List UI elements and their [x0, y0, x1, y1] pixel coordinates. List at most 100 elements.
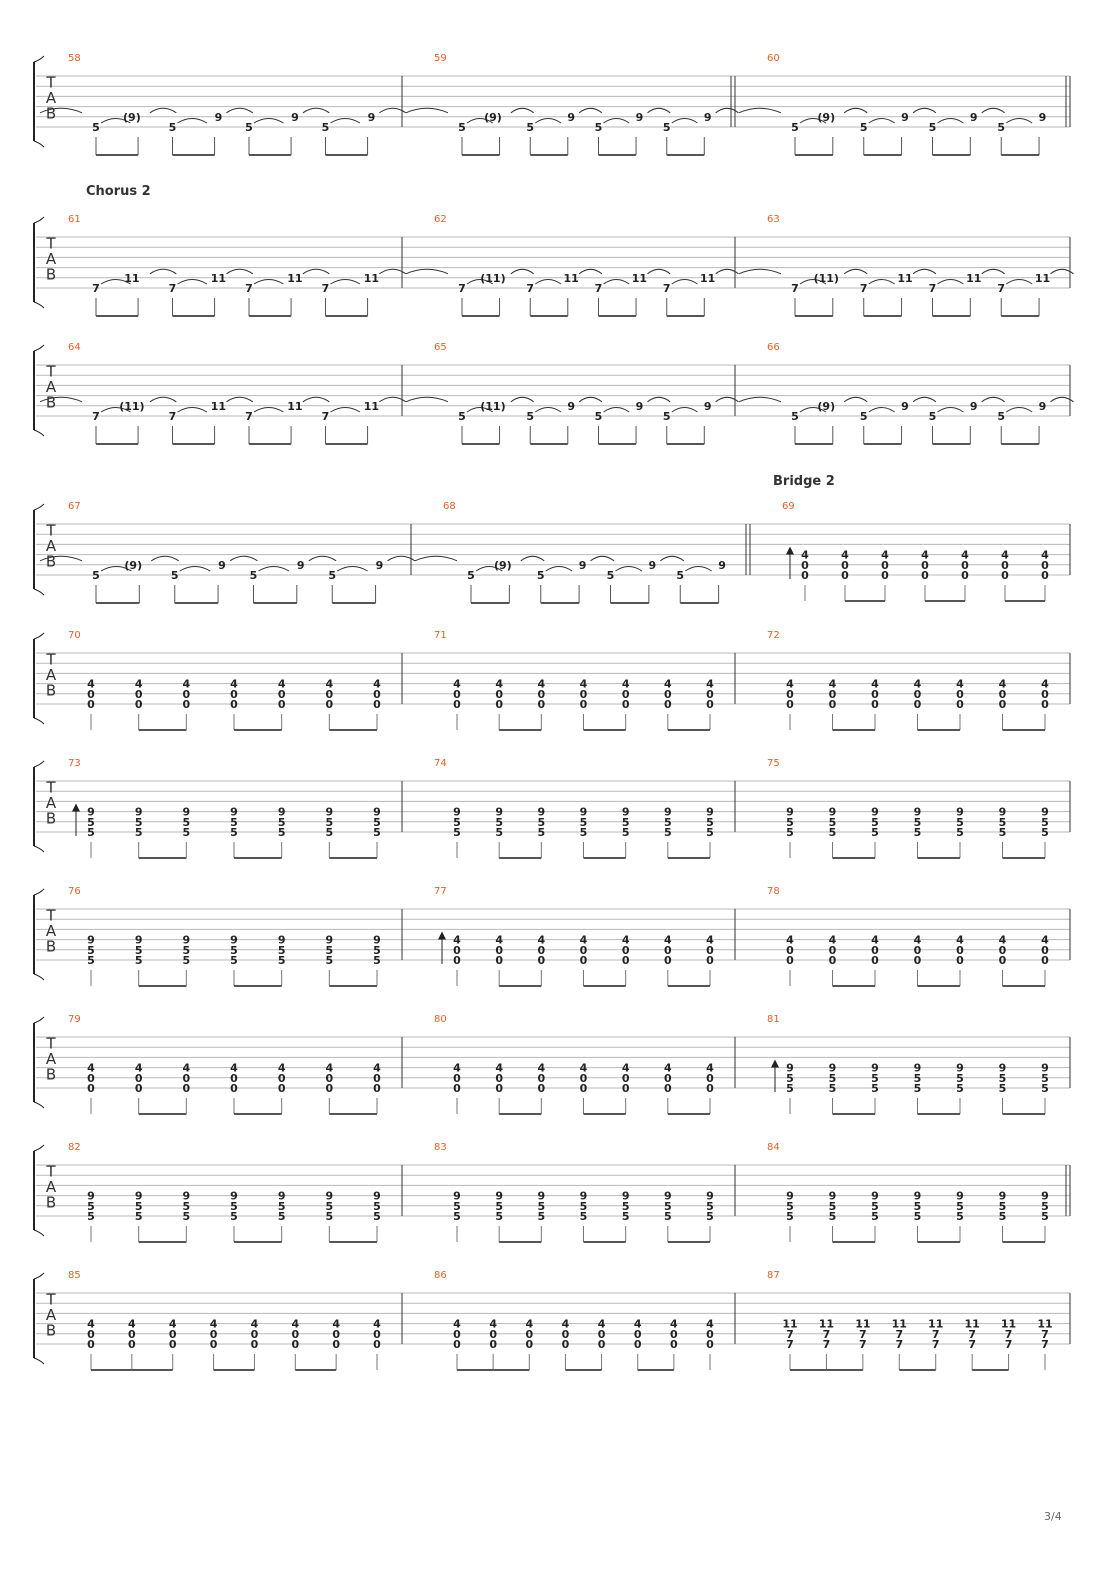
- fret-number: 5: [135, 816, 143, 829]
- fret-number: (9): [817, 400, 835, 413]
- fret-number: 0: [373, 698, 381, 711]
- tie-arc: [405, 107, 449, 114]
- strum-arrowhead: [438, 931, 446, 940]
- fret-number: 9: [291, 111, 299, 124]
- fret-number: 5: [860, 121, 868, 134]
- tie-arc: [647, 396, 671, 403]
- fret-number: 9: [580, 1190, 588, 1203]
- fret-number: 4: [881, 549, 889, 562]
- tab-clef-letter: A: [46, 1178, 57, 1196]
- tab-clef-letter: A: [46, 1050, 57, 1068]
- fret-number: 0: [622, 698, 630, 711]
- fret-number: 9: [1041, 1062, 1049, 1075]
- tie-arc: [981, 396, 1005, 403]
- fret-number: 0: [278, 698, 286, 711]
- fret-number: 5: [373, 1200, 381, 1213]
- fret-number: 5: [860, 410, 868, 423]
- fret-number: 0: [135, 1072, 143, 1085]
- fret-number: 9: [495, 1190, 503, 1203]
- bracket-cap: [33, 301, 45, 309]
- tab-clef-letter: A: [46, 1306, 57, 1324]
- fret-number: (11): [119, 400, 144, 413]
- fret-number: 0: [453, 1082, 461, 1095]
- fret-number: 5: [791, 410, 799, 423]
- fret-number: 7: [932, 1328, 940, 1341]
- tie-arc: [510, 107, 534, 114]
- fret-number: 5: [914, 816, 922, 829]
- fret-number: 5: [914, 1210, 922, 1223]
- staff-system: TAB8540040040040040040040040086400400400…: [33, 1270, 1071, 1371]
- staff-lines: [36, 364, 1070, 417]
- fret-number: 9: [326, 806, 334, 819]
- fret-number: 0: [622, 688, 630, 701]
- fret-number: (9): [817, 111, 835, 124]
- fret-number: 4: [786, 934, 794, 947]
- fret-number: 0: [1041, 944, 1049, 957]
- fret-number: 0: [622, 954, 630, 967]
- fret-number: 0: [634, 1328, 642, 1341]
- fret-number: 5: [914, 826, 922, 839]
- fret-number: 0: [278, 1072, 286, 1085]
- fret-number: 0: [670, 1338, 678, 1351]
- fret-number: 4: [230, 1062, 238, 1075]
- measure-number: 59: [434, 53, 447, 64]
- fret-number: 5: [663, 410, 671, 423]
- tie-arc: [466, 407, 493, 413]
- fret-number: 7: [1005, 1328, 1013, 1341]
- measure-number: 58: [68, 53, 81, 64]
- fret-number: 5: [453, 816, 461, 829]
- fret-number: 5: [250, 569, 258, 582]
- fret-number: 0: [829, 698, 837, 711]
- fret-number: 5: [956, 826, 964, 839]
- fret-number: 7: [595, 282, 603, 295]
- fret-number: 0: [538, 1072, 546, 1085]
- tie-arc: [39, 396, 83, 403]
- tab-clef-letter: T: [45, 1035, 56, 1053]
- fret-number: 0: [706, 1328, 714, 1341]
- tie-arc: [179, 566, 211, 572]
- fret-number: 0: [580, 944, 588, 957]
- fret-number: 0: [495, 688, 503, 701]
- staff-lines: [36, 1164, 1070, 1217]
- fret-number: 7: [92, 282, 100, 295]
- fret-number: 4: [580, 934, 588, 947]
- tie-arc: [534, 407, 562, 413]
- fret-number: 9: [135, 934, 143, 947]
- fret-number: 9: [636, 400, 644, 413]
- bracket-cap: [33, 588, 45, 596]
- fret-number: 4: [538, 1062, 546, 1075]
- fret-number: 5: [278, 1210, 286, 1223]
- fret-number: 5: [183, 826, 191, 839]
- fret-number: 7: [322, 282, 330, 295]
- fret-number: 9: [970, 400, 978, 413]
- fret-number: 5: [580, 816, 588, 829]
- bracket-cap: [33, 140, 45, 148]
- fret-number: 5: [706, 816, 714, 829]
- fret-number: 5: [453, 1200, 461, 1213]
- bracket-cap: [33, 845, 45, 853]
- fret-number: 5: [230, 1210, 238, 1223]
- fret-number: 4: [135, 678, 143, 691]
- fret-number: 9: [326, 1190, 334, 1203]
- fret-number: 11: [1001, 1318, 1016, 1331]
- fret-number: 4: [278, 1062, 286, 1075]
- tab-clef-letter: T: [45, 363, 56, 381]
- fret-number: 5: [87, 816, 95, 829]
- fret-number: 7: [929, 282, 937, 295]
- fret-number: 4: [135, 1062, 143, 1075]
- fret-number: 0: [914, 698, 922, 711]
- tab-clef-letter: T: [45, 1291, 56, 1309]
- fret-number: 5: [183, 816, 191, 829]
- fret-number: 5: [999, 816, 1007, 829]
- fret-number: 5: [87, 944, 95, 957]
- fret-number: 0: [580, 954, 588, 967]
